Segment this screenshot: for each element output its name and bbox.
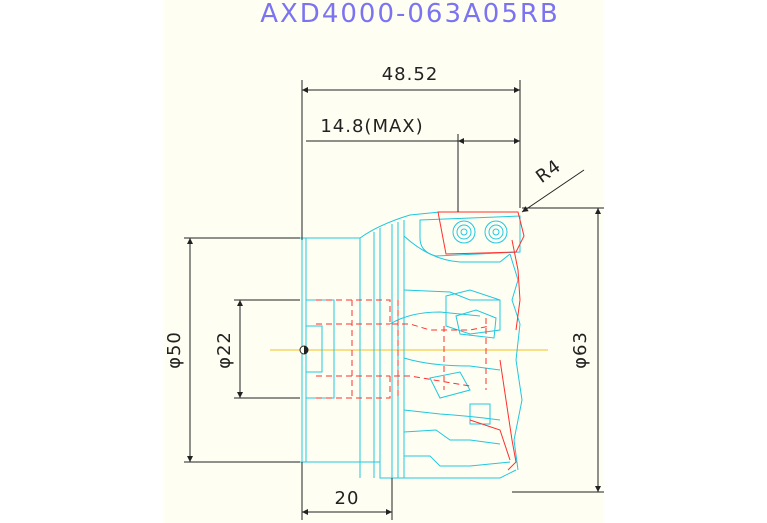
dimension-hub-diameter: φ50: [164, 237, 300, 463]
dimension-hub-length: 20: [301, 462, 393, 520]
dimension-corner-radius: R4: [521, 155, 585, 213]
drawing-title: AXD4000-063A05RB: [260, 0, 560, 29]
cutting-diameter-label: φ63: [570, 331, 591, 369]
hub-diameter-label: φ50: [164, 331, 185, 369]
dimension-depth-of-cut: 14.8(MAX): [306, 116, 520, 212]
dimension-bore-diameter: φ22: [214, 299, 300, 399]
cutter-body: [300, 211, 523, 520]
corner-radius-label: R4: [532, 155, 565, 187]
depth-of-cut-label: 14.8(MAX): [320, 116, 423, 137]
hub-length-label: 20: [335, 488, 360, 509]
insert-outline: [316, 211, 525, 471]
dimension-cutting-diameter: φ63: [512, 207, 604, 493]
origin-marker: [299, 345, 309, 355]
overall-length-label: 48.52: [382, 64, 439, 85]
bore-diameter-label: φ22: [214, 331, 235, 369]
dimension-overall-length: 48.52: [301, 64, 521, 240]
